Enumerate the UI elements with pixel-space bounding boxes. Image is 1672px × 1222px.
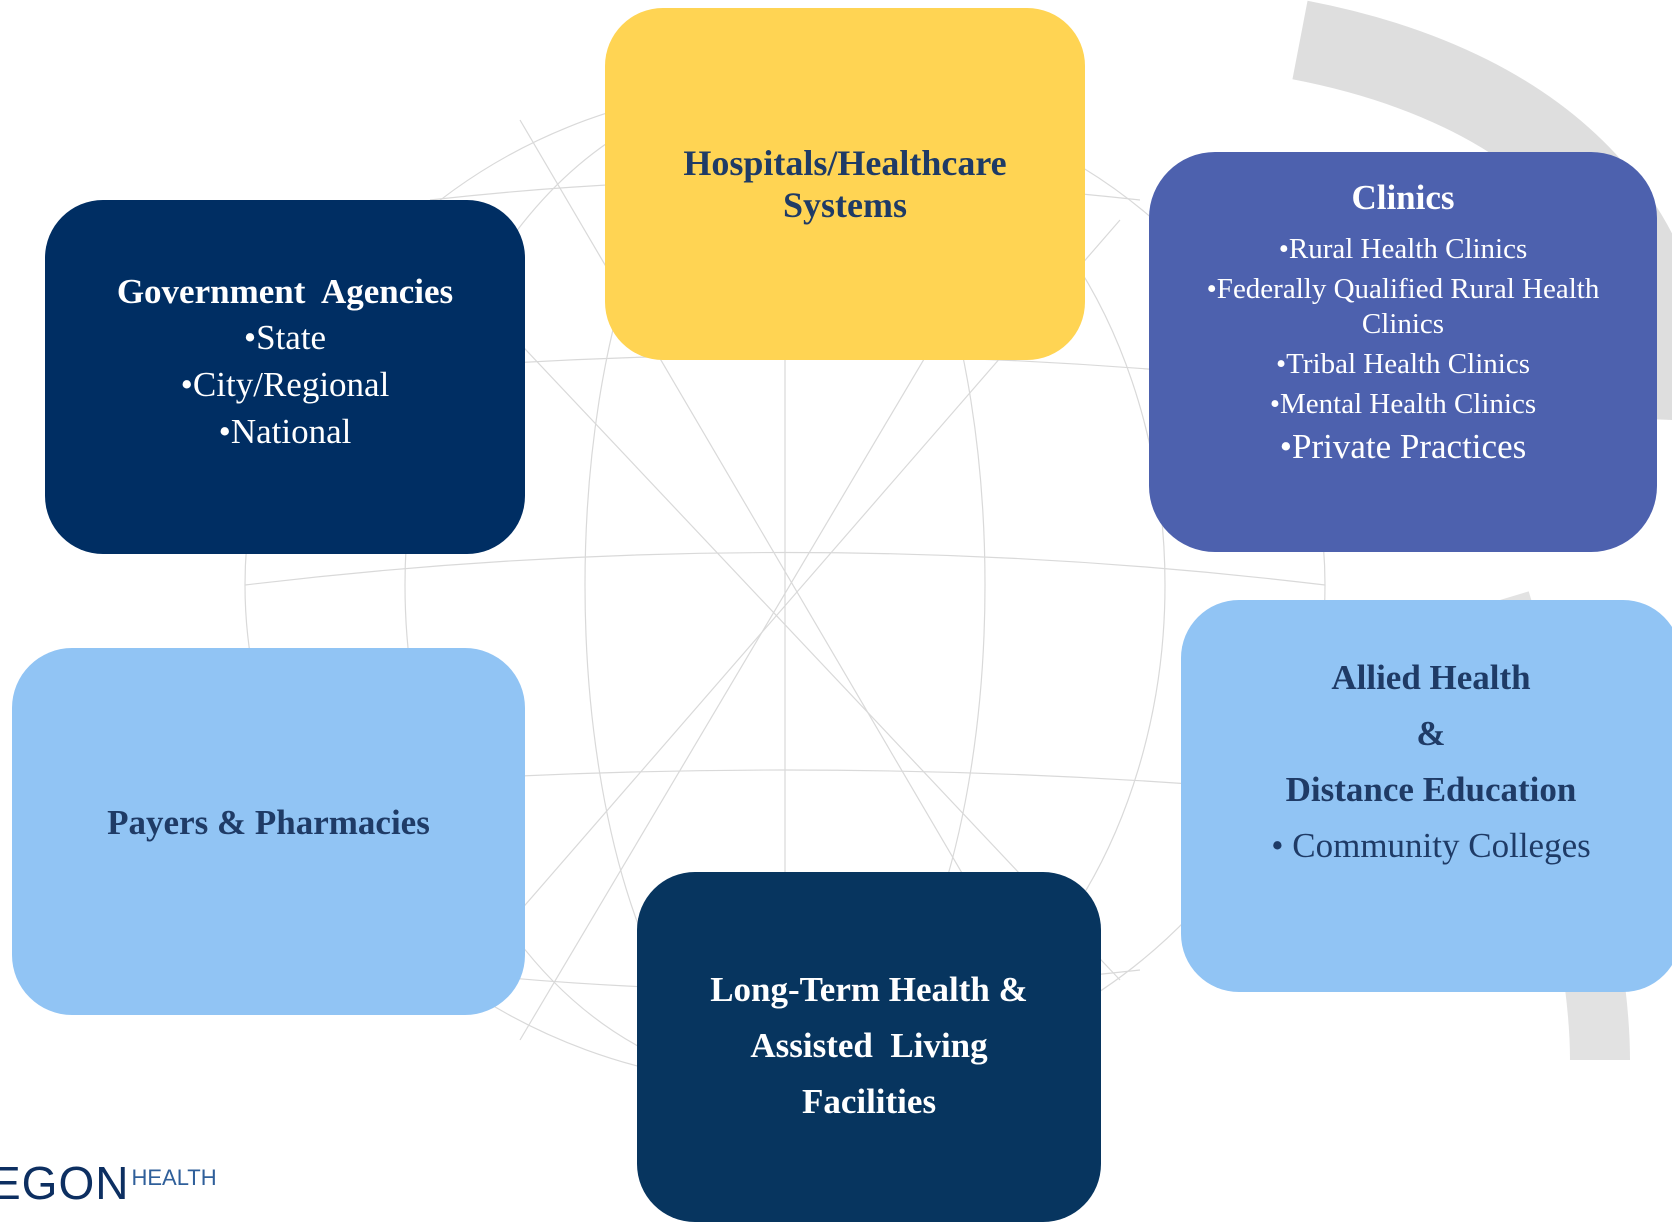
list-item: •State [243, 318, 327, 357]
list-item: •Mental Health Clinics [1269, 388, 1537, 420]
longterm-title-line: Long-Term Health & [710, 970, 1028, 1009]
list-item: • Community Colleges [1271, 826, 1591, 865]
allied-title-line: Allied Health [1331, 658, 1531, 697]
long-term-health-box: Long-Term Health & Assisted Living Facil… [637, 872, 1101, 1222]
government-title: Government Agencies [116, 272, 454, 311]
government-list: •State •City/Regional •National [181, 314, 390, 455]
list-item: •Federally Qualified Rural Health Clinic… [1206, 273, 1600, 340]
longterm-title-line: Assisted Living [750, 1026, 988, 1065]
hospitals-title: Hospitals/Healthcare Systems [683, 143, 1007, 225]
allied-title-line: & [1416, 714, 1446, 753]
allied-title-line: Distance Education [1285, 770, 1577, 809]
list-item: •City/Regional [180, 365, 390, 404]
longterm-title-line: Facilities [801, 1082, 937, 1121]
allied-health-box: Allied Health & Distance Education • Com… [1181, 600, 1672, 992]
clinics-title: Clinics [1351, 178, 1455, 217]
list-item: •Rural Health Clinics [1278, 233, 1528, 265]
payers-pharmacies-box: Payers & Pharmacies [12, 648, 525, 1015]
payers-title: Payers & Pharmacies [107, 802, 430, 842]
list-item: •Private Practices [1279, 427, 1527, 466]
list-item: •Tribal Health Clinics [1276, 348, 1530, 380]
logo-subtext: HEALTH [131, 1165, 217, 1190]
government-agencies-box: Government Agencies •State •City/Regiona… [45, 200, 525, 554]
logo-wordmark: EGON [0, 1157, 130, 1209]
hospitals-box: Hospitals/Healthcare Systems [605, 8, 1085, 360]
clinics-list: •Rural Health Clinics •Federally Qualifi… [1173, 232, 1633, 472]
clinics-box: Clinics •Rural Health Clinics •Federally… [1149, 152, 1657, 552]
organization-logo: EGON HEALTH [0, 1157, 217, 1209]
allied-list: • Community Colleges [1271, 818, 1590, 874]
list-item: •National [218, 412, 352, 451]
